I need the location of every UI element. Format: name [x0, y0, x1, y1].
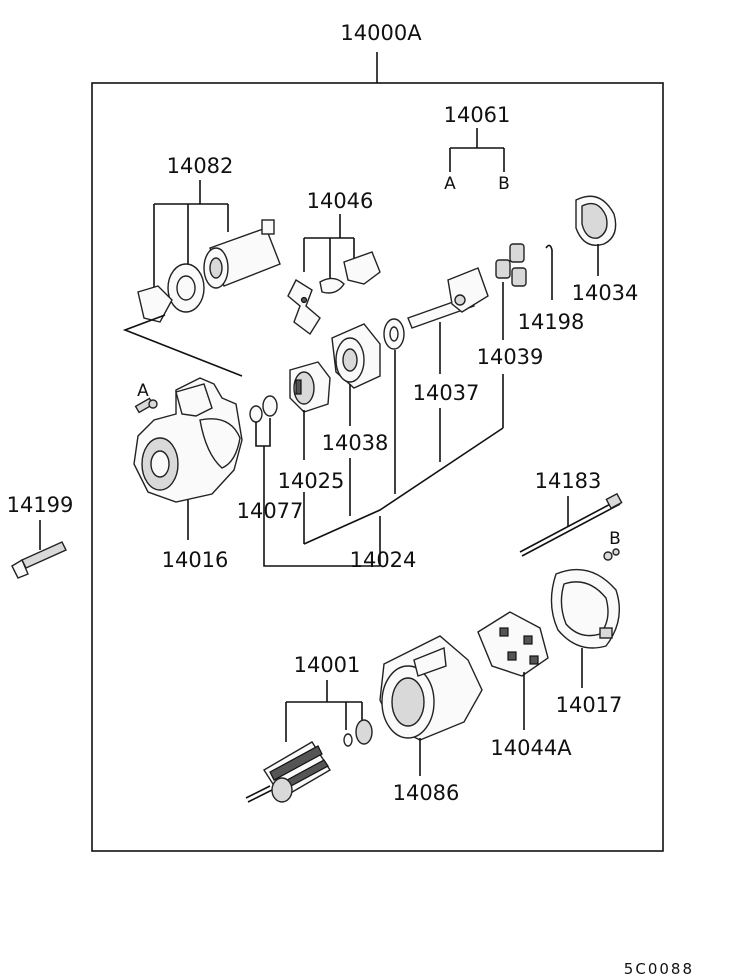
part-label-14082: 14082 [167, 154, 234, 178]
leader-14024-bus [303, 427, 504, 545]
screw-part [11, 541, 67, 579]
brush-holder-part [477, 611, 549, 677]
part-label-14034: 14034 [572, 281, 639, 305]
leader-14046 [303, 214, 355, 284]
part-label-14077: 14077 [237, 499, 304, 523]
bolt-a-label: A [137, 381, 149, 401]
bolt-b-label: B [609, 529, 621, 549]
switch-gasket-part [167, 263, 205, 313]
stopper-ring-part [249, 395, 278, 423]
washer-part [383, 318, 405, 350]
figure-code: 5C0088 [624, 960, 694, 978]
part-label-14039: 14039 [477, 345, 544, 369]
overrunning-clutch-part [289, 361, 331, 413]
lever-spring-part [319, 277, 345, 294]
leader-14024 [263, 350, 504, 567]
leader-14001 [285, 680, 363, 742]
part-label-14024: 14024 [350, 548, 417, 572]
rear-bracket-part [550, 568, 620, 649]
part-label-14038: 14038 [322, 431, 389, 455]
part-label-14183: 14183 [535, 469, 602, 493]
shift-lever-part [287, 278, 321, 336]
part-label-14086: 14086 [393, 781, 460, 805]
lever-holder-part [343, 251, 381, 285]
part-label-14044a: 14044A [490, 736, 572, 760]
screw-b-part [603, 548, 620, 561]
front-housing-part [133, 377, 243, 503]
part-label-14198: 14198 [518, 310, 585, 334]
yoke-part [379, 635, 483, 741]
part-label-14061-a: A [444, 174, 456, 194]
armature-washer-part [343, 719, 373, 747]
part-label-14061: 14061 [444, 103, 511, 127]
switch-plate-part [137, 285, 173, 323]
leader-14082 [153, 180, 229, 290]
magnetic-switch-part [203, 219, 281, 289]
part-label-14046: 14046 [307, 189, 374, 213]
part-label-14025: 14025 [278, 469, 345, 493]
through-bolt-part [519, 492, 623, 557]
bolt-a-part [134, 397, 158, 414]
part-label-14199: 14199 [7, 493, 74, 517]
part-label-14001: 14001 [294, 653, 361, 677]
pin-part [545, 244, 553, 300]
packing-part [575, 195, 617, 246]
part-label-14037: 14037 [413, 381, 480, 405]
part-label-14017: 14017 [556, 693, 623, 717]
assembly-label: 14000A [340, 21, 422, 45]
switch-to-housing-line [122, 314, 243, 377]
part-label-14061-b: B [498, 174, 510, 194]
leader-14061 [449, 128, 505, 172]
part-label-14016: 14016 [162, 548, 229, 572]
armature-part [245, 741, 331, 803]
pinion-shaft-part [407, 267, 489, 329]
leader-14077 [255, 418, 271, 447]
stop-ring-part [495, 243, 527, 287]
planetary-gear-part [331, 323, 381, 389]
